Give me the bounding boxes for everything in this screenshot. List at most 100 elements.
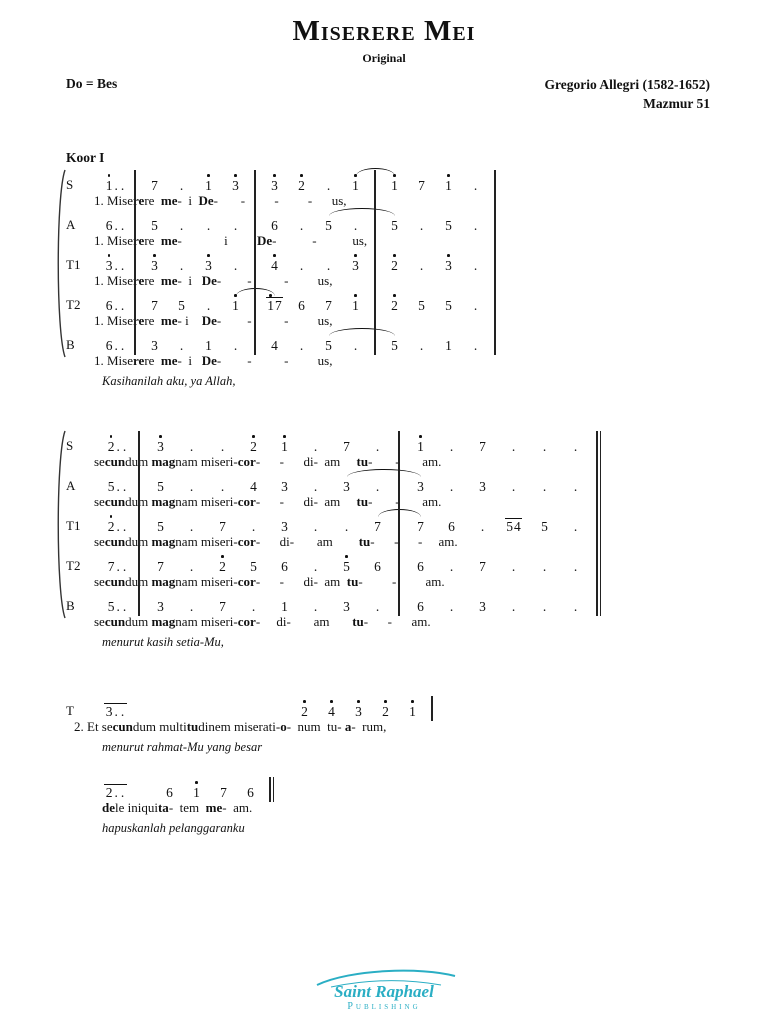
note-token: 3 (416, 479, 426, 494)
note-cell: 7 (408, 178, 435, 193)
note-digit: 5 (157, 518, 164, 534)
note-token: 4 (249, 478, 259, 494)
note-cell: 6 (405, 599, 436, 614)
continuation-dot: . (313, 438, 318, 454)
note-digit: 1 (205, 173, 212, 193)
note-cell: 6.. (102, 298, 129, 313)
note-digit: 7 (479, 438, 486, 454)
note-cell: 3 (467, 479, 498, 494)
note-token: 3 (270, 173, 280, 193)
continuation-dot: . (120, 177, 125, 193)
note-cell: 1 (195, 173, 222, 193)
note-token: . (471, 258, 479, 273)
continuation-dot: . (326, 177, 331, 193)
note-token: . (218, 439, 226, 454)
note-cell: 7 (210, 785, 237, 800)
note-token: 3 (150, 253, 160, 273)
note-token: 5.. (106, 599, 129, 614)
meta-row: Do = Bes Gregorio Allegri (1582-1652) Ma… (0, 66, 768, 114)
note-digit: 1 (232, 293, 239, 313)
note-digit: 3 (232, 173, 239, 193)
note-token: 5 (156, 479, 166, 494)
note-cell: 7 (207, 599, 238, 614)
note-cell: 3 (331, 599, 362, 614)
note-token: 3 (231, 173, 241, 193)
note-token: . (187, 439, 195, 454)
continuation-dot: . (251, 598, 256, 614)
continuation-dot: . (313, 478, 318, 494)
note-cell: 5 (141, 218, 168, 233)
barline (398, 430, 400, 616)
lyric-stressed-syllable: De (201, 272, 217, 288)
note-token: 5 (150, 218, 160, 233)
note-token: . (351, 218, 359, 233)
note-digit: 6 (105, 217, 113, 233)
note-cell: 2.. (102, 434, 133, 454)
note-cell: 5 (331, 554, 362, 574)
note-cell: 3 (331, 479, 362, 494)
note-digit: 1 (352, 173, 359, 193)
note-cell: . (331, 519, 362, 534)
note-cell: . (300, 559, 331, 574)
note-digit: 5 (107, 478, 115, 494)
note-token: 6 (416, 599, 426, 614)
continuation-dot: . (353, 337, 358, 353)
note-cell: . (288, 338, 315, 353)
note-digit: 4 (250, 478, 257, 494)
note-token: 2 (249, 434, 259, 454)
logo-flourish-icon (316, 969, 456, 988)
continuation-dot: . (313, 598, 318, 614)
note-cell: . (300, 478, 331, 494)
note-token: . (187, 479, 195, 494)
barline (431, 695, 433, 721)
note-token: . (478, 519, 486, 534)
note-cell: . (176, 479, 207, 494)
note-cell: 3.. (102, 702, 129, 719)
continuation-dot: . (189, 598, 194, 614)
note-digit: 1 (409, 699, 416, 719)
lyric-stressed-syllable: de (102, 799, 115, 815)
note-token: 5 (324, 338, 334, 353)
note-cell: 3 (342, 253, 369, 273)
continuation-dot: . (449, 558, 454, 574)
note-cell: . (288, 218, 315, 233)
note-cell: . (195, 298, 222, 313)
note-cell (264, 705, 291, 719)
note-digit: 3 (352, 253, 359, 273)
barline (269, 776, 271, 802)
note-token: . (249, 519, 257, 534)
note-cell: 7 (467, 559, 498, 574)
note-digit: 5 (391, 217, 398, 233)
barline (254, 169, 256, 355)
note-digit: 5 (418, 297, 425, 313)
note-cell: . (560, 478, 591, 494)
note-digit: 3 (281, 518, 288, 534)
note-cell: 7 (141, 177, 168, 193)
note-token: . (231, 258, 239, 273)
note-digit: 7 (151, 177, 158, 193)
note-digit: 6 (105, 337, 113, 353)
note-cell: 5 (168, 298, 195, 313)
lyric-stressed-syllable: re (133, 192, 145, 208)
note-token: . (177, 218, 185, 233)
note-token: 7 (342, 439, 352, 454)
note-token: 5 (390, 217, 400, 233)
note-token: 5 (249, 559, 259, 574)
continuation-dot: . (419, 257, 424, 273)
note-token: . (311, 559, 319, 574)
continuation-dot: . (313, 518, 318, 534)
note-cell: 17 (261, 293, 288, 313)
note-cell: 5 (238, 559, 269, 574)
continuation-dot: . (573, 478, 578, 494)
note-token: 3 (351, 253, 361, 273)
lyric-stressed-syllable: cun (104, 493, 126, 509)
note-token: . (571, 478, 579, 494)
note-digit: 7 (374, 518, 381, 534)
note-token: 2 (381, 699, 391, 719)
note-digit: 5 (325, 217, 332, 233)
note-token: 2 (297, 173, 307, 193)
lyric-stressed-syllable: me (205, 799, 223, 815)
